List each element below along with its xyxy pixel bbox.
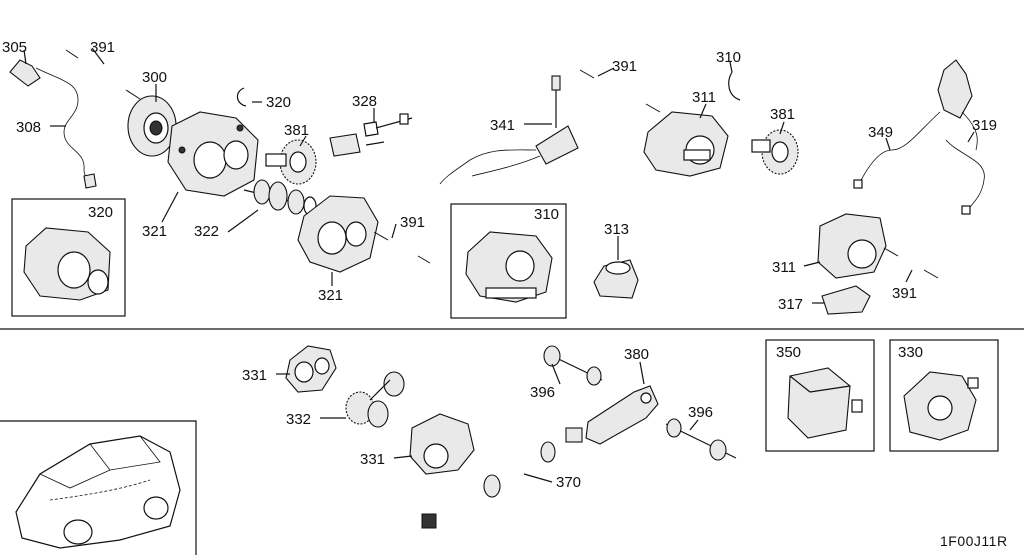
mount-313	[593, 259, 639, 299]
label-370: 370	[556, 474, 581, 491]
inset-box-310	[450, 203, 567, 319]
label-341: 341	[490, 117, 515, 134]
label-330: 330	[898, 344, 923, 361]
label-331-b: 331	[360, 451, 385, 468]
drive-shaft-396-a	[543, 345, 603, 386]
inset-part-310	[465, 231, 553, 303]
label-321-b: 321	[318, 287, 343, 304]
inset-part-320	[23, 227, 111, 301]
label-310-b: 310	[534, 206, 559, 223]
differential-330	[903, 371, 979, 441]
shifter-341	[439, 75, 579, 185]
gear-381-b	[751, 129, 799, 175]
harness-349-319	[853, 59, 985, 215]
leader-lines	[23, 47, 975, 483]
label-321-a: 321	[142, 223, 167, 240]
shaft-391-a	[65, 49, 141, 100]
label-396-a: 396	[530, 384, 555, 401]
label-381-a: 381	[284, 122, 309, 139]
plate-317	[821, 285, 871, 315]
label-350: 350	[776, 344, 801, 361]
label-317: 317	[778, 296, 803, 313]
label-310-a: 310	[716, 49, 741, 66]
pipe-320-a	[236, 87, 247, 107]
label-391-d: 391	[892, 285, 917, 302]
seal-plate-300	[127, 95, 177, 157]
inset-box-320	[11, 198, 126, 317]
label-349: 349	[868, 124, 893, 141]
label-328: 328	[352, 93, 377, 110]
case-331-b	[409, 413, 475, 475]
inset-box-330	[889, 339, 999, 452]
label-320-b: 320	[88, 204, 113, 221]
gear-set-332	[345, 371, 405, 428]
label-320-a: 320	[266, 94, 291, 111]
label-300: 300	[142, 69, 167, 86]
label-396-b: 396	[688, 404, 713, 421]
transfer-case-311-a	[643, 111, 729, 177]
label-311-b: 311	[772, 259, 796, 276]
shaft-391-b	[373, 231, 431, 264]
case-321-b	[297, 195, 379, 273]
label-381-b: 381	[770, 106, 795, 123]
control-unit-350	[787, 367, 863, 439]
vehicle-illustration	[15, 435, 181, 549]
vehicle-inset-box	[0, 420, 197, 555]
gear-shaft-322	[243, 179, 319, 216]
shaft-391-d	[883, 247, 939, 279]
bracket-set-328	[329, 113, 413, 157]
case-321-a	[167, 111, 259, 197]
label-319: 319	[972, 117, 997, 134]
diagram-code: 1F00J11R	[940, 533, 1008, 549]
gasket-331-a	[285, 345, 337, 393]
label-391-a: 391	[90, 39, 115, 56]
label-332: 332	[286, 411, 311, 428]
label-308: 308	[16, 119, 41, 136]
inset-box-350	[765, 339, 875, 452]
label-391-c: 391	[612, 58, 637, 75]
crossmember-380	[585, 385, 659, 445]
label-313: 313	[604, 221, 629, 238]
sensor-harness-305-308	[9, 59, 97, 189]
pipe-310-a	[728, 71, 741, 101]
label-322: 322	[194, 223, 219, 240]
label-311-a: 311	[692, 89, 716, 106]
label-331-a: 331	[242, 367, 267, 384]
transfer-case-311-b	[817, 213, 887, 279]
drive-shaft-396-b	[665, 418, 737, 461]
propeller-shaft-370	[421, 427, 583, 529]
label-391-b: 391	[400, 214, 425, 231]
label-380: 380	[624, 346, 649, 363]
label-305: 305	[2, 39, 27, 56]
gear-381-a	[265, 139, 317, 185]
shaft-391-c	[579, 69, 661, 113]
